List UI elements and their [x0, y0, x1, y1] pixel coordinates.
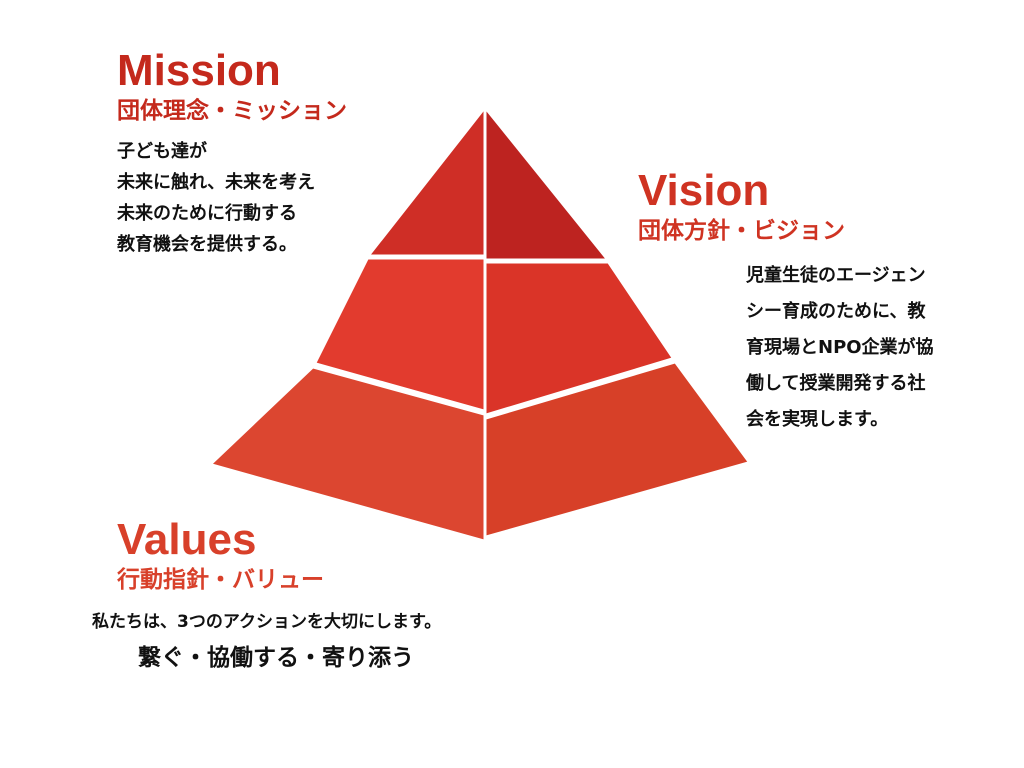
vision-line: シー育成のために、教: [746, 301, 926, 322]
mission-subtitle: 団体理念・ミッション: [117, 98, 347, 124]
vision-title: Vision: [638, 166, 770, 215]
values-section: Values 行動指針・バリュー: [117, 517, 324, 595]
pyramid-top-right-face: [485, 108, 608, 260]
pyramid-top-left-face: [368, 108, 485, 256]
pyramid-bottom-right-face: [485, 362, 749, 537]
mission-description: 子ども達が 未来に触れ、未来を考え 未来のために行動する 教育機会を提供する。: [117, 136, 347, 260]
mission-title: Mission: [117, 46, 281, 95]
values-actions: 繋ぐ・協働する・寄り添う: [138, 645, 414, 671]
vision-subtitle: 団体方針・ビジョン: [638, 218, 845, 244]
values-subtitle: 行動指針・バリュー: [117, 567, 324, 593]
pyramid-bottom-left-face: [211, 367, 485, 541]
vision-line: 会を実現します。: [746, 409, 889, 430]
vision-line: 働して授業開発する社: [746, 373, 926, 394]
mission-section: Mission 団体理念・ミッション 子ども達が 未来に触れ、未来を考え 未来の…: [117, 48, 347, 260]
mission-line: 子ども達が: [117, 141, 207, 162]
mission-line: 未来のために行動する: [117, 203, 297, 224]
pyramid-middle-left-face: [315, 258, 485, 411]
vision-section: Vision 団体方針・ビジョン: [638, 168, 845, 246]
values-title: Values: [117, 515, 257, 564]
mission-line: 教育機会を提供する。: [117, 234, 297, 255]
vision-description: 児童生徒のエージェン シー育成のために、教 育現場とNPO企業が協 働して授業開…: [746, 258, 934, 438]
vision-line: 児童生徒のエージェン: [746, 265, 926, 286]
mission-line: 未来に触れ、未来を考え: [117, 172, 316, 193]
vision-line: 育現場とNPO企業が協: [746, 337, 934, 358]
pyramid-middle-right-face: [485, 262, 673, 415]
values-intro: 私たちは、3つのアクションを大切にします。: [92, 612, 442, 632]
